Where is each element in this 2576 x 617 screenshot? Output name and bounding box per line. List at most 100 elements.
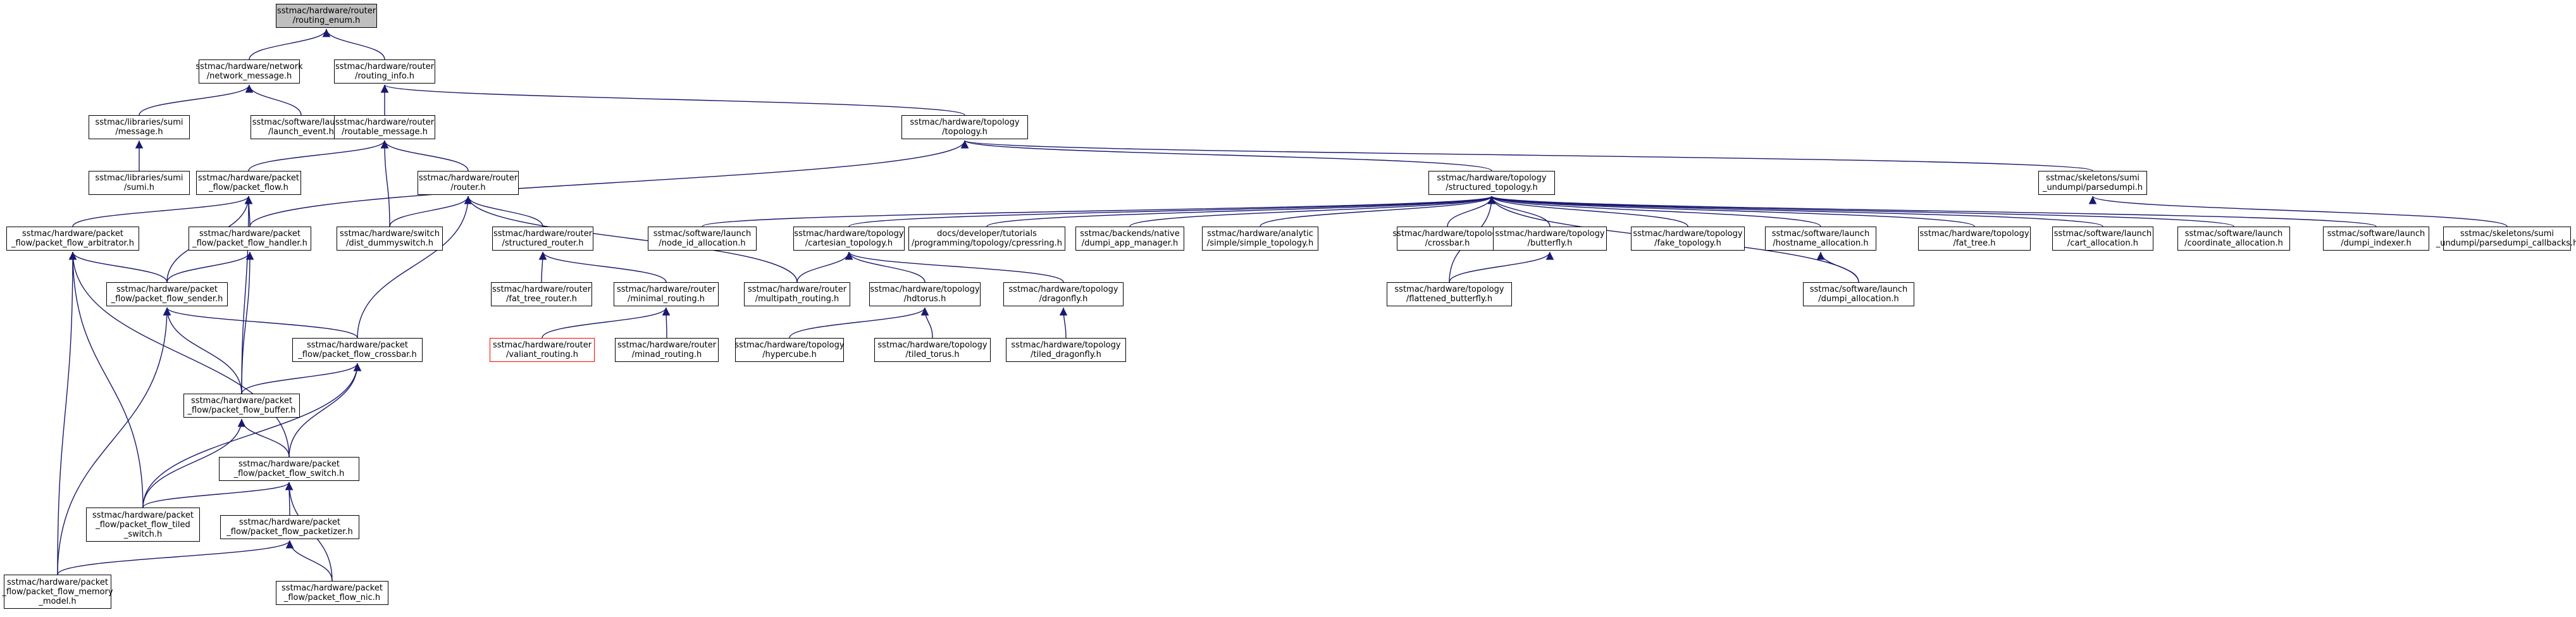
graph-node-minimal-routing[interactable]: sstmac/hardware/router /minimal_routing.… bbox=[614, 282, 719, 306]
graph-node-pf-handler[interactable]: sstmac/hardware/packet _flow/packet_flow… bbox=[189, 227, 311, 251]
dependency-edge bbox=[542, 307, 671, 339]
dependency-edge bbox=[163, 307, 242, 394]
dependency-edge bbox=[380, 140, 390, 227]
graph-node-routable-message[interactable]: sstmac/hardware/router /routable_message… bbox=[334, 115, 435, 139]
graph-node-dumpi-allocation[interactable]: sstmac/software/launch /dumpi_allocation… bbox=[1803, 282, 1914, 306]
dependency-edge bbox=[1449, 251, 1554, 283]
graph-node-dumpi-app-manager[interactable]: sstmac/backends/native /dumpi_app_manage… bbox=[1075, 227, 1184, 251]
graph-node-multipath-routing[interactable]: sstmac/hardware/router /multipath_routin… bbox=[744, 282, 850, 306]
graph-node-butterfly[interactable]: sstmac/hardware/topology /butterfly.h bbox=[1493, 227, 1607, 251]
dependency-edge bbox=[57, 251, 77, 575]
dependency-edge bbox=[1487, 196, 1688, 227]
graph-node-sumi-message[interactable]: sstmac/libraries/sumi /message.h bbox=[89, 115, 190, 139]
dependency-edge bbox=[68, 251, 168, 283]
graph-node-hypercube[interactable]: sstmac/hardware/topology /hypercube.h bbox=[734, 338, 845, 362]
dependency-edge bbox=[285, 540, 333, 582]
graph-node-minad-routing[interactable]: sstmac/hardware/router /minad_routing.h bbox=[615, 338, 719, 362]
graph-node-router[interactable]: sstmac/hardware/router /router.h bbox=[418, 171, 519, 195]
dependency-edge bbox=[142, 418, 246, 508]
dependency-edge bbox=[538, 251, 667, 283]
dependency-edge bbox=[920, 307, 933, 339]
graph-node-fat-tree-router[interactable]: sstmac/hardware/router /fat_tree_router.… bbox=[491, 282, 592, 306]
graph-node-structured-router[interactable]: sstmac/hardware/router /structured_route… bbox=[492, 227, 593, 251]
dependency-edge bbox=[1260, 196, 1496, 227]
dependency-edge bbox=[961, 140, 1492, 171]
graph-node-cart-allocation[interactable]: sstmac/software/launch /cart_allocation.… bbox=[2052, 227, 2153, 251]
graph-node-valiant-routing[interactable]: sstmac/hardware/router /valiant_routing.… bbox=[490, 338, 595, 362]
graph-node-hostname-allocation[interactable]: sstmac/software/launch /hostname_allocat… bbox=[1765, 227, 1876, 251]
dependency-edge bbox=[464, 196, 798, 283]
dependency-edge bbox=[163, 307, 358, 339]
graph-node-network-message[interactable]: sstmac/hardware/network /network_message… bbox=[195, 59, 303, 84]
graph-node-pf-crossbar[interactable]: sstmac/hardware/packet _flow/packet_flow… bbox=[292, 338, 423, 362]
graph-node-routing-enum: sstmac/hardware/router /routing_enum.h bbox=[276, 4, 377, 28]
dependency-edge bbox=[961, 140, 2093, 171]
dependency-edge bbox=[662, 307, 671, 339]
graph-node-dist-dummyswitch[interactable]: sstmac/hardware/switch /dist_dummyswitch… bbox=[337, 227, 443, 251]
graph-node-pf-nic[interactable]: sstmac/hardware/packet _flow/packet_flow… bbox=[276, 581, 388, 605]
graph-node-topology[interactable]: sstmac/hardware/topology /topology.h bbox=[901, 115, 1028, 139]
graph-node-pf-switch[interactable]: sstmac/hardware/packet _flow/packet_flow… bbox=[219, 457, 359, 481]
graph-node-tiled-torus[interactable]: sstmac/hardware/topology /tiled_torus.h bbox=[874, 338, 991, 362]
graph-node-simple-topology[interactable]: sstmac/hardware/analytic /simple/simple_… bbox=[1202, 227, 1318, 251]
dependency-edge bbox=[789, 307, 929, 339]
dependency-edge bbox=[381, 84, 965, 116]
dependency-edge bbox=[139, 84, 254, 116]
dependency-edge bbox=[702, 196, 1495, 227]
graph-node-sumi[interactable]: sstmac/libraries/sumi /sumi.h bbox=[89, 171, 190, 195]
graph-node-coordinate-allocation[interactable]: sstmac/software/launch /coordinate_alloc… bbox=[2177, 227, 2290, 251]
graph-node-dragonfly[interactable]: sstmac/hardware/topology /dragonfly.h bbox=[1003, 282, 1124, 306]
graph-node-flattened-butterfly[interactable]: sstmac/hardware/topology /flattened_butt… bbox=[1387, 282, 1512, 306]
graph-node-pf-memory-model[interactable]: sstmac/hardware/packet _flow/packet_flow… bbox=[2, 575, 113, 609]
graph-node-node-id-allocation[interactable]: sstmac/software/launch /node_id_allocati… bbox=[648, 227, 757, 251]
graph-node-pf-arbitrator[interactable]: sstmac/hardware/packet _flow/packet_flow… bbox=[6, 227, 139, 251]
dependency-edge bbox=[249, 140, 969, 227]
dependency-edge bbox=[57, 307, 171, 575]
graph-node-tiled-dragonfly[interactable]: sstmac/hardware/topology /tiled_dragonfl… bbox=[1006, 338, 1126, 362]
dependency-edge bbox=[1487, 196, 1821, 227]
dependency-edge bbox=[142, 363, 362, 508]
dependency-edge bbox=[1488, 196, 1975, 227]
dependency-edge bbox=[241, 363, 362, 394]
dependency-edge bbox=[248, 140, 389, 171]
dependency-edge bbox=[1816, 251, 1859, 283]
dependency-edge bbox=[288, 363, 362, 458]
graph-node-cpressring[interactable]: docs/developer/tutorials /programming/to… bbox=[908, 227, 1065, 251]
graph-node-pf-buffer[interactable]: sstmac/hardware/packet _flow/packet_flow… bbox=[183, 394, 300, 418]
dependency-edge bbox=[986, 196, 1495, 227]
graph-node-packet-flow[interactable]: sstmac/hardware/packet _flow/packet_flow… bbox=[196, 171, 301, 195]
dependency-edge bbox=[1059, 307, 1068, 339]
dependency-edge bbox=[1488, 196, 2377, 227]
graph-node-parsedumpi-callbacks[interactable]: sstmac/skeletons/sumi _undumpi/parsedump… bbox=[2436, 227, 2576, 251]
dependency-edge bbox=[357, 196, 473, 339]
graph-node-fake-topology[interactable]: sstmac/hardware/topology /fake_topology.… bbox=[1631, 227, 1745, 251]
dependency-edge bbox=[322, 28, 385, 60]
graph-node-fat-tree[interactable]: sstmac/hardware/topology /fat_tree.h bbox=[1918, 227, 2031, 251]
graph-node-pf-sender[interactable]: sstmac/hardware/packet _flow/packet_flow… bbox=[106, 282, 228, 306]
dependency-edges bbox=[57, 28, 2508, 582]
graph-node-structured-topology[interactable]: sstmac/hardware/topology /structured_top… bbox=[1428, 171, 1555, 195]
graph-node-parsedumpi[interactable]: sstmac/skeletons/sumi _undumpi/parsedump… bbox=[2038, 171, 2147, 195]
dependency-edge bbox=[57, 540, 294, 575]
dependency-edge bbox=[2089, 196, 2508, 227]
dependency-edge bbox=[1488, 196, 2234, 227]
graph-node-cartesian-topology[interactable]: sstmac/hardware/topology /cartesian_topo… bbox=[793, 227, 905, 251]
dependency-edge bbox=[245, 84, 302, 116]
dependency-edge bbox=[1129, 196, 1495, 227]
graph-node-pf-tiled-switch[interactable]: sstmac/hardware/packet _flow/packet_flow… bbox=[86, 508, 200, 542]
dependency-edge bbox=[142, 482, 294, 508]
graph-node-dumpi-indexer[interactable]: sstmac/software/launch /dumpi_indexer.h bbox=[2323, 227, 2429, 251]
dependency-edge bbox=[72, 196, 253, 227]
dependency-edge bbox=[1488, 196, 2103, 227]
graph-node-crossbar[interactable]: sstmac/hardware/topology /crossbar.h bbox=[1392, 227, 1502, 251]
dependency-edge bbox=[845, 251, 1064, 283]
dependency-edge bbox=[68, 251, 144, 508]
graph-node-pf-packetizer[interactable]: sstmac/hardware/packet _flow/packet_flow… bbox=[220, 515, 359, 539]
dependency-edge bbox=[241, 251, 254, 394]
dependency-edge bbox=[848, 196, 1495, 227]
graph-node-hdtorus[interactable]: sstmac/hardware/topology /hdtorus.h bbox=[869, 282, 981, 306]
dependency-edge bbox=[68, 251, 290, 458]
graph-node-routing-info[interactable]: sstmac/hardware/router /routing_info.h bbox=[334, 59, 435, 84]
